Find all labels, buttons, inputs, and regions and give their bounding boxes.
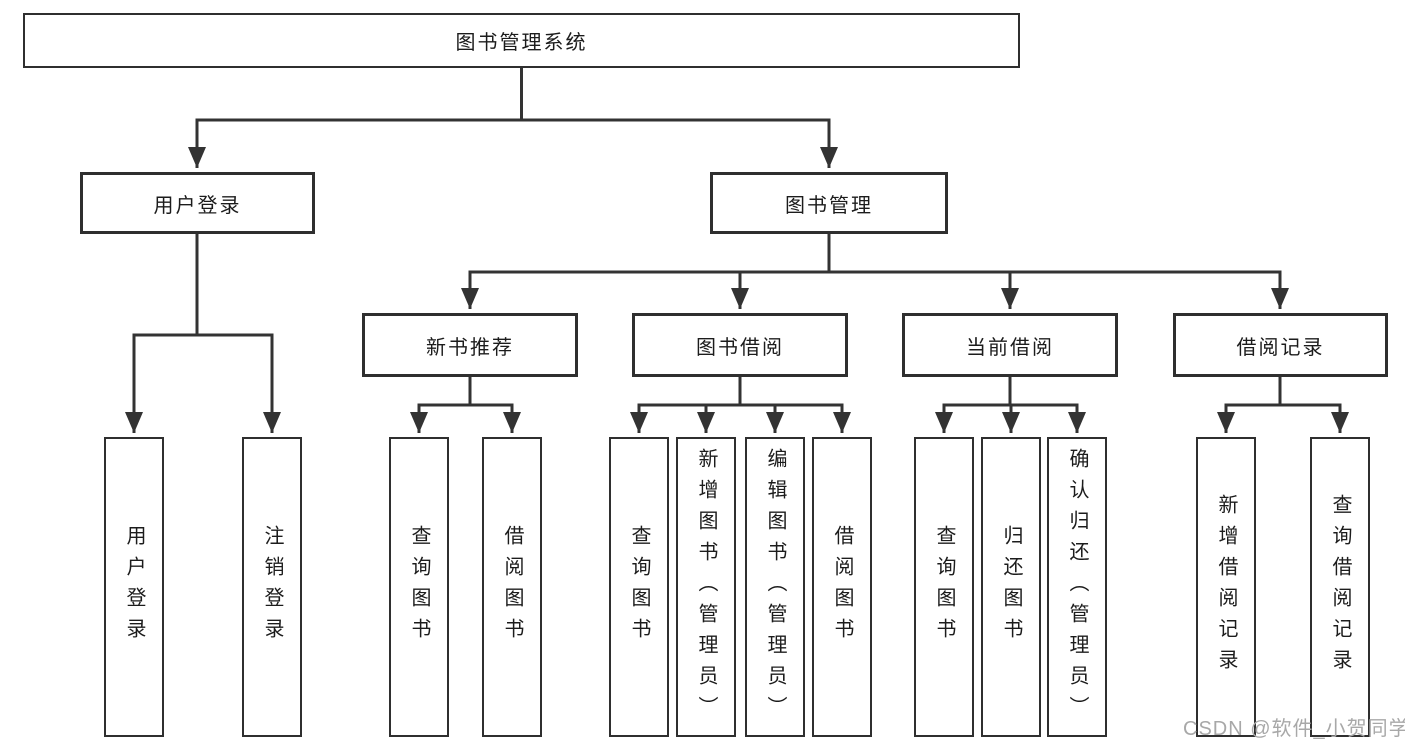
leaf-return-book: 归还图书 xyxy=(981,437,1041,737)
leaf-add-borrow-record: 新增借阅记录 xyxy=(1196,437,1256,737)
leaf-query-books-borrow: 查询图书 xyxy=(609,437,669,737)
leaf-edit-book-admin: 编辑图书（管理员） xyxy=(745,437,805,737)
leaf-borrow-books-recommend: 借阅图书 xyxy=(482,437,542,737)
leaf-confirm-return-admin: 确认归还（管理员） xyxy=(1047,437,1107,737)
leaf-logout: 注销登录 xyxy=(242,437,302,737)
node-user-login: 用户登录 xyxy=(80,172,315,234)
leaf-add-book-admin: 新增图书（管理员） xyxy=(676,437,736,737)
leaf-query-books-recommend: 查询图书 xyxy=(389,437,449,737)
leaf-borrow-books: 借阅图书 xyxy=(812,437,872,737)
node-book-management: 图书管理 xyxy=(710,172,948,234)
node-book-borrowing: 图书借阅 xyxy=(632,313,848,377)
node-current-borrowing: 当前借阅 xyxy=(902,313,1118,377)
leaf-query-books-current: 查询图书 xyxy=(914,437,974,737)
leaf-query-borrow-record: 查询借阅记录 xyxy=(1310,437,1370,737)
leaf-user-login: 用户登录 xyxy=(104,437,164,737)
watermark: CSDN @软件_小贺同学 xyxy=(1183,718,1405,740)
node-borrowing-records: 借阅记录 xyxy=(1173,313,1388,377)
node-library-management-system: 图书管理系统 xyxy=(23,13,1020,68)
node-new-book-recommend: 新书推荐 xyxy=(362,313,578,377)
